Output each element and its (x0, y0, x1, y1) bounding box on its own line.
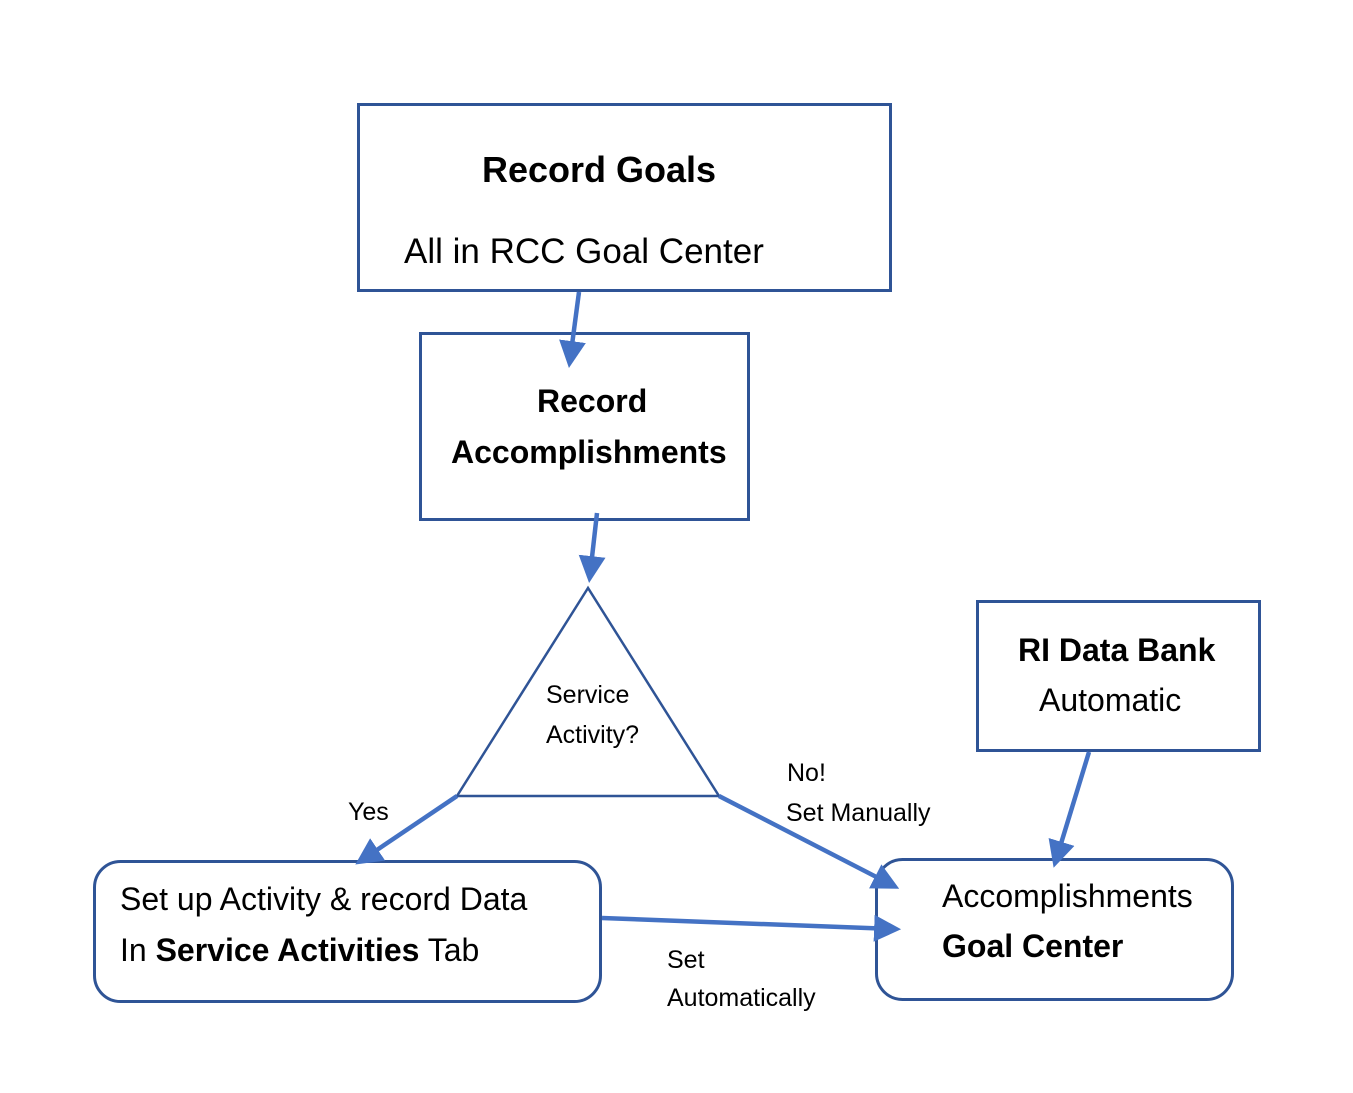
record-goals-box (357, 103, 892, 292)
edge-label-no-line1: No! (787, 759, 826, 787)
record-goals-subtitle: All in RCC Goal Center (404, 232, 764, 271)
record-accomplishments-line1: Record (537, 383, 648, 419)
record-accomplishments-box (419, 332, 750, 521)
ri-data-bank-subtitle: Automatic (1039, 682, 1182, 718)
goal-center-line1: Accomplishments (942, 878, 1193, 914)
arrow-no-to-goal-center (717, 793, 900, 889)
ri-data-bank-title: RI Data Bank (1018, 632, 1216, 668)
edge-label-no-line2: Set Manually (786, 799, 931, 827)
arrow-yes-to-setup-activity (355, 794, 459, 865)
arrow-goals-to-accomplishments (559, 291, 586, 369)
arrow-accomplishments-to-decision (578, 512, 606, 584)
service-activity-decision-triangle (454, 585, 722, 798)
setup-activity-line2-suffix: Tab (419, 932, 480, 968)
arrow-setup-to-goal-center (601, 914, 902, 942)
record-accomplishments-line2: Accomplishments (451, 434, 727, 470)
arrow-ri-data-bank-to-goal-center (1048, 751, 1092, 868)
ri-data-bank-box (976, 600, 1261, 752)
service-activity-line2: Activity? (546, 721, 640, 749)
service-activity-line1: Service (546, 681, 630, 709)
setup-activity-line2-prefix: In (120, 932, 156, 968)
setup-activity-box (93, 860, 602, 1003)
edge-label-yes: Yes (348, 798, 389, 826)
service-activities-tab-name: Service Activities (155, 932, 420, 968)
setup-activity-line1: Set up Activity & record Data (120, 881, 528, 917)
edge-label-auto-line2: Automatically (667, 984, 816, 1012)
edge-label-auto-line1: Set (667, 946, 705, 974)
setup-activity-line2: In Service Activities Tab (120, 934, 479, 966)
record-goals-title: Record Goals (482, 149, 717, 190)
goal-center-line2: Goal Center (942, 928, 1124, 964)
